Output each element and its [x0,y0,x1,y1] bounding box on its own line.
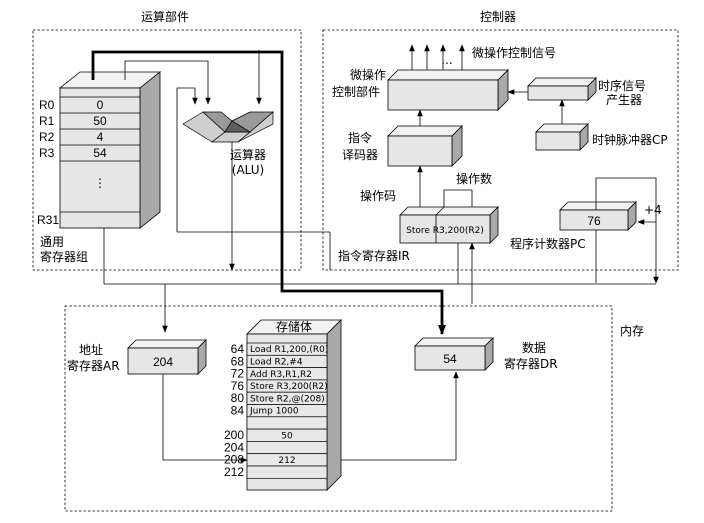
wire-reg-to-alu-a [124,60,211,105]
memory-cell-content: Store R2,@(208) [250,394,325,404]
pc-increment: +4 [644,203,662,217]
memory-cell-content: Load R2,#4 [250,358,303,368]
micro-op-label-1: 微操作 [350,67,386,82]
register-r3-name: R3 [39,146,55,160]
memory-address: 64 [231,342,245,356]
micro-op-label-2: 控制部件 [332,84,380,99]
ar-label-2: 寄存器AR [67,358,120,373]
memory-address: 212 [224,465,244,479]
pc-label: 程序计数器PC [510,236,586,251]
register-r2-value: 4 [97,130,104,144]
register-r1-value: 50 [93,114,107,128]
dr-label-2: 寄存器DR [504,356,558,371]
ar-label-1: 地址 [79,343,103,357]
alu-unit [182,111,274,143]
memory-address: 80 [231,391,245,405]
memory-cell-content: Load R1,200,(R0) [250,345,328,355]
ir-label: 指令寄存器IR [338,248,410,263]
memory-title: 存储体 [276,319,312,334]
pc-value: 76 [587,214,601,228]
data-path-reg-to-dr [91,50,446,335]
clock-generator [535,123,589,151]
register-r1-name: R1 [39,114,55,128]
register-ellipsis: ⋮ [94,176,106,190]
micro-op-control-unit [387,69,509,111]
timing-label-1: 时序信号 [598,78,646,93]
timing-generator [527,77,597,101]
micro-signals-label: 微操作控制信号 [472,45,556,60]
data-register [414,337,494,371]
program-counter [559,201,637,231]
controller-section-title: 控制器 [480,10,516,24]
dr-value: 54 [443,352,457,366]
wire-ar-to-memory [162,374,248,463]
register-r2-name: R2 [39,130,55,144]
dr-label-1: 数据 [522,340,546,355]
register-file: 0 50 4 54 ⋮ [58,71,162,229]
register-r0-name: R0 [39,98,55,112]
memory-cell-content: Jump 1000 [249,407,299,417]
operand-label: 操作数 [456,171,492,186]
memory-address: 200 [224,428,244,442]
memory-cell [246,416,328,430]
timing-label-2: 产生器 [606,93,642,107]
ir-content: Store R3,200(R2) [406,226,484,236]
controller-section-frame [322,29,679,271]
address-register [127,339,207,375]
register-r31-name: R31 [37,213,59,227]
alu-section-title: 运算部件 [141,9,189,24]
memory-cell [246,465,328,479]
alu-label-1: 运算器 [230,147,266,162]
alu-label-2: (ALU) [232,163,264,177]
memory-cell-content: 212 [278,456,295,466]
wire-memory-to-dr [322,371,459,461]
clock-label: 时钟脉冲器CP [592,132,668,147]
wire-bus-to-alu-a [176,87,198,232]
register-file-label-1: 通用 [40,235,64,249]
ar-value: 204 [153,355,173,369]
wire-operand [443,189,473,207]
signal-dots: ... [441,53,452,67]
instruction-register [399,206,499,244]
memory-address: 68 [231,354,245,368]
decoder-label-1: 指令 [348,130,372,145]
instruction-decoder [387,125,463,167]
memory-address: 204 [224,440,244,454]
opcode-label: 操作码 [360,188,396,203]
memory-cell [246,441,328,455]
memory-cell-content: Add R3,R1,R2 [250,370,312,380]
memory-cell-content: 50 [281,431,293,441]
memory-address: 84 [231,404,245,418]
alu-section-frame [32,29,302,271]
wire-pc-increment-loop [595,177,659,284]
memory-section-title: 内存 [620,324,644,338]
decoder-label-2: 译码器 [342,148,378,162]
memory-cell-content: Store R3,200(R2) [250,382,328,392]
memory-address: 208 [224,453,244,467]
memory-address: 72 [231,367,245,381]
memory-section-frame [64,305,613,512]
register-r0-value: 0 [97,98,104,112]
memory-address: 76 [231,379,245,393]
register-file-label-2: 寄存器组 [40,249,88,264]
register-r3-value: 54 [93,146,107,160]
